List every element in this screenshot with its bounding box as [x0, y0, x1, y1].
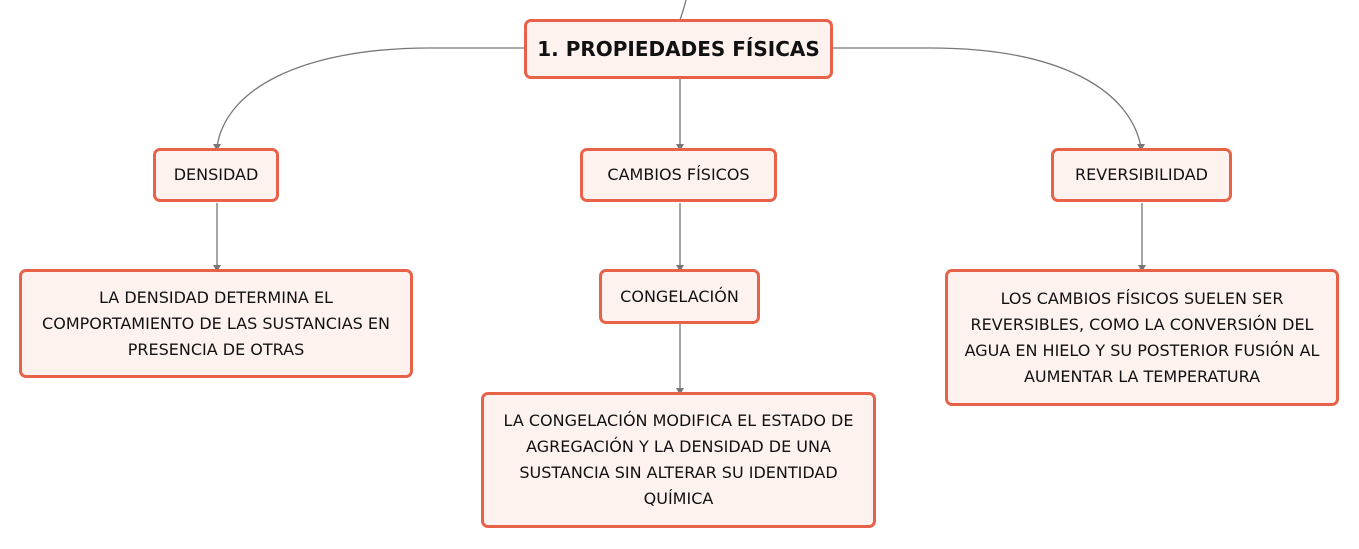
sub-node-congelacion[interactable]: CONGELACIÓN — [599, 269, 760, 324]
arrow-densidad-detail — [213, 265, 221, 272]
root-node-label: 1. PROPIEDADES FÍSICAS — [537, 37, 820, 61]
detail-node-text: LA CONGELACIÓN MODIFICA EL ESTADO DE AGR… — [503, 411, 854, 508]
branch-node-reversibilidad[interactable]: REVERSIBILIDAD — [1051, 148, 1232, 202]
connector-root-densidad — [216, 47, 524, 148]
detail-node-text: LA DENSIDAD DETERMINA EL COMPORTAMIENTO … — [42, 287, 390, 359]
sub-node-label: CONGELACIÓN — [620, 286, 739, 306]
arrow-densidad — [213, 144, 221, 151]
branch-node-densidad[interactable]: DENSIDAD — [153, 148, 279, 202]
root-node[interactable]: 1. PROPIEDADES FÍSICAS — [524, 19, 833, 79]
detail-node-text: LOS CAMBIOS FÍSICOS SUELEN SER REVERSIBL… — [964, 288, 1320, 386]
arrow-reversibilidad — [1137, 144, 1145, 151]
branch-node-label: REVERSIBILIDAD — [1075, 165, 1208, 184]
arrow-congelacion — [676, 265, 684, 272]
connector-root-reversibilidad — [833, 47, 1142, 148]
detail-node-densidad[interactable]: LA DENSIDAD DETERMINA EL COMPORTAMIENTO … — [19, 269, 413, 378]
branch-node-label: CAMBIOS FÍSICOS — [607, 165, 750, 184]
connector-incoming — [679, 0, 687, 21]
branch-node-cambios-fisicos[interactable]: CAMBIOS FÍSICOS — [580, 148, 777, 202]
branch-node-label: DENSIDAD — [173, 165, 259, 184]
detail-node-reversibilidad[interactable]: LOS CAMBIOS FÍSICOS SUELEN SER REVERSIBL… — [945, 269, 1339, 406]
detail-node-congelacion[interactable]: LA CONGELACIÓN MODIFICA EL ESTADO DE AGR… — [481, 392, 876, 528]
arrow-congelacion-detail — [676, 388, 684, 395]
arrow-cambios — [676, 144, 684, 151]
arrow-reversibilidad-detail — [1138, 265, 1146, 272]
